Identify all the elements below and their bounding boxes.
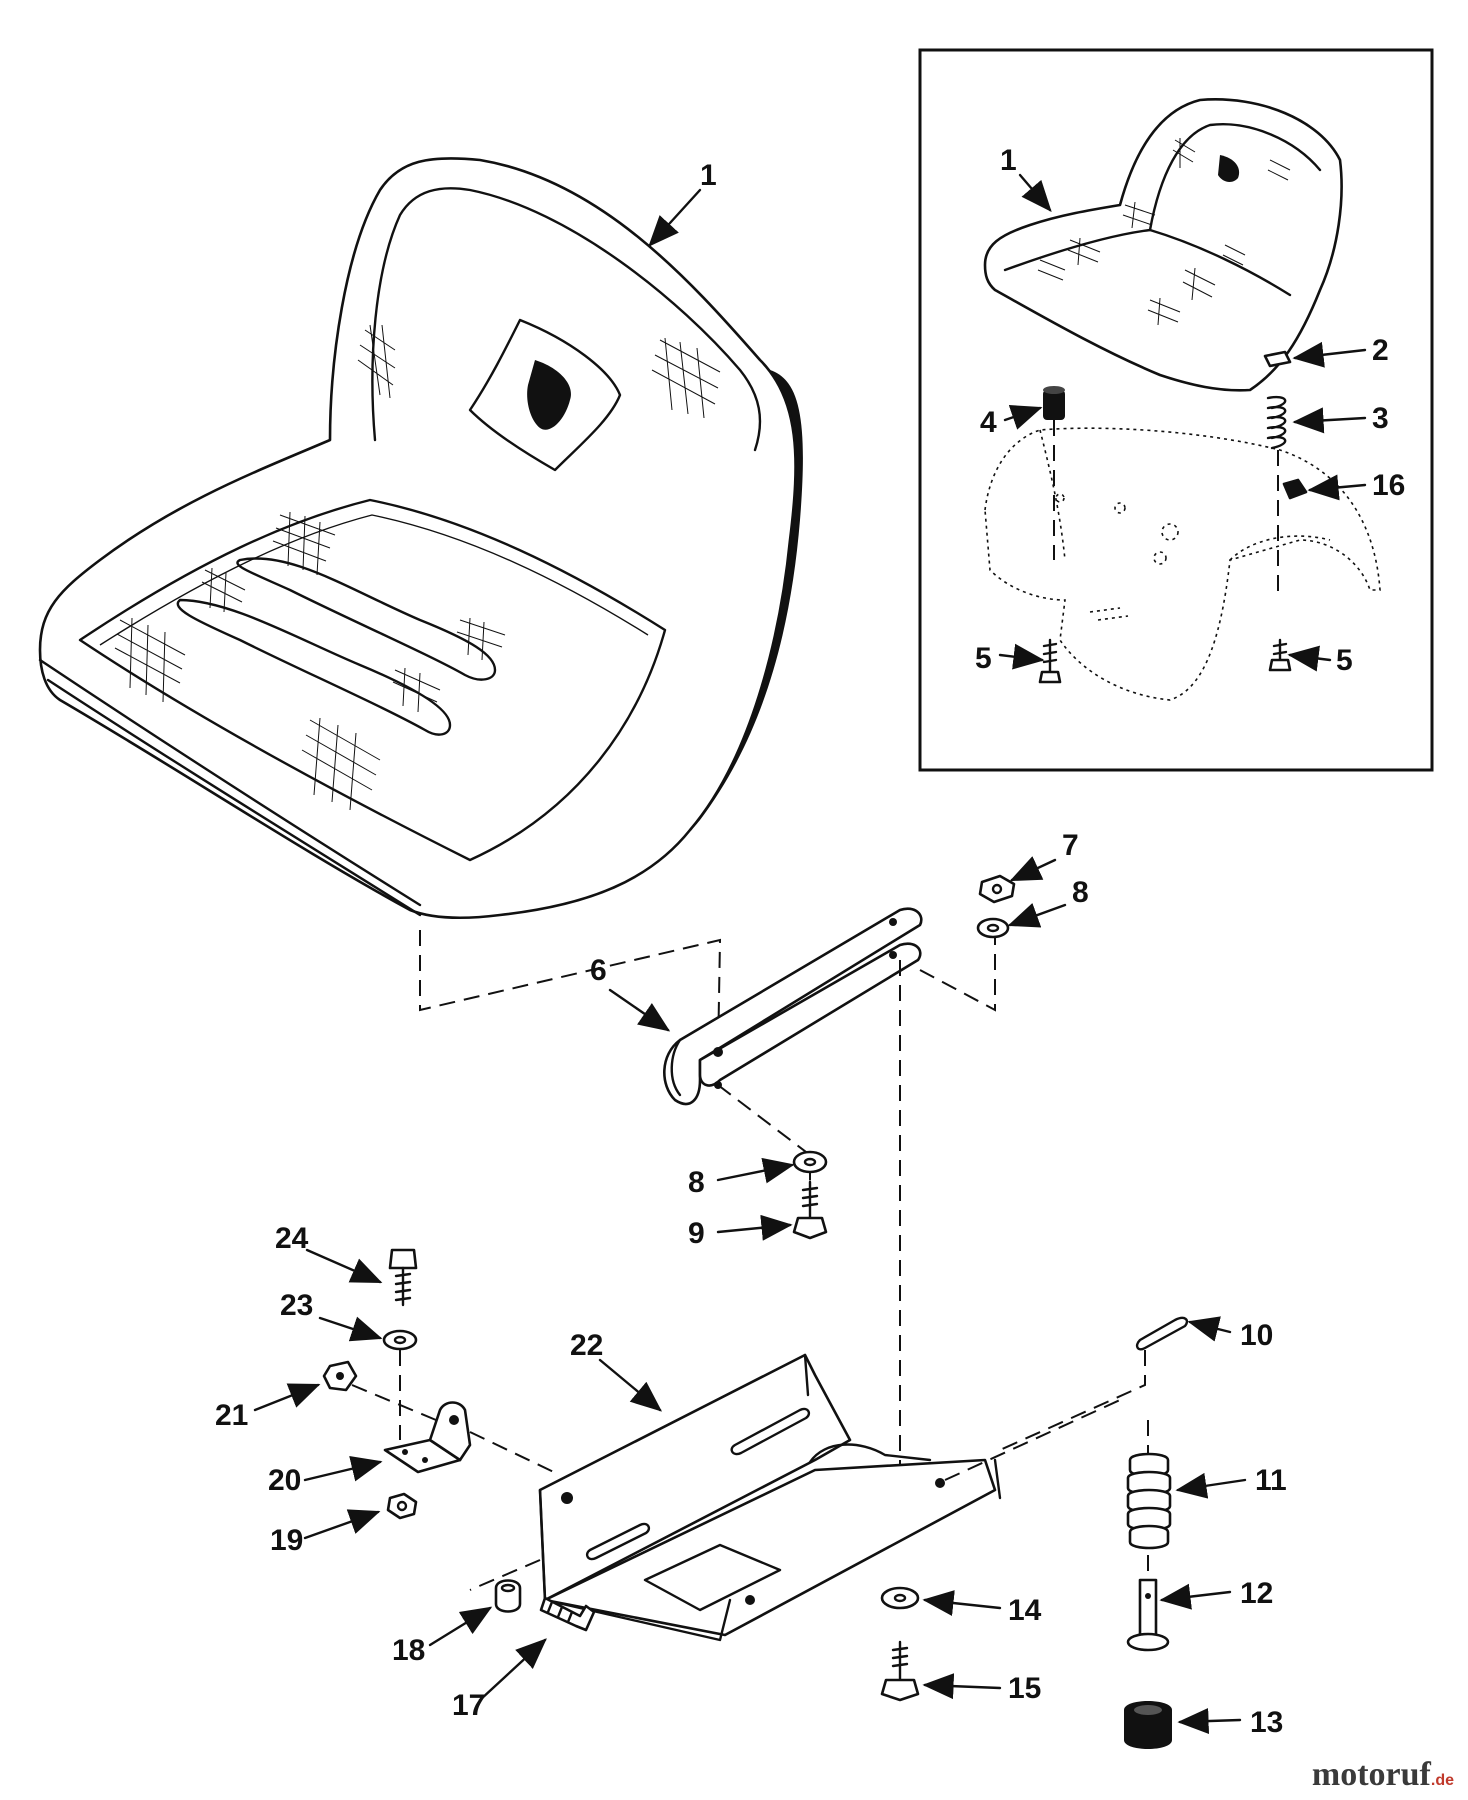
bolt-15 [880, 1640, 920, 1702]
bushing-18 [494, 1579, 522, 1613]
nut-19 [386, 1492, 418, 1520]
washer-23 [382, 1329, 418, 1351]
inset-spring [1266, 395, 1287, 450]
label-5-right: 5 [1336, 644, 1353, 677]
nut-21 [322, 1360, 358, 1392]
label-10: 10 [1240, 1319, 1273, 1352]
cap-13 [1124, 1701, 1172, 1749]
seat-bracket [663, 907, 923, 1106]
label-16: 16 [1372, 469, 1405, 502]
seat-main [38, 157, 803, 920]
label-8-bottom: 8 [688, 1166, 705, 1199]
label-5-left: 5 [975, 642, 992, 675]
spring-11 [1126, 1420, 1172, 1575]
label-9: 9 [688, 1217, 705, 1250]
label-13: 13 [1250, 1706, 1283, 1739]
label-6: 6 [590, 954, 607, 987]
label-23: 23 [280, 1289, 313, 1322]
inset-screw-left [1038, 638, 1062, 684]
leader-arrows [253, 173, 1367, 1735]
label-19: 19 [270, 1524, 303, 1557]
pin-12 [1126, 1578, 1170, 1652]
nut-top [978, 874, 1016, 904]
label-18: 18 [392, 1634, 425, 1667]
cotter-pin [1135, 1316, 1189, 1351]
label-3: 3 [1372, 402, 1389, 435]
label-15: 15 [1008, 1672, 1041, 1705]
base-plate [538, 1353, 1002, 1642]
label-1-main: 1 [700, 159, 717, 192]
label-8-top: 8 [1072, 876, 1089, 909]
washer-bottom [792, 1150, 828, 1174]
watermark-brand: motoruf [1311, 1756, 1431, 1793]
label-7: 7 [1062, 829, 1079, 862]
label-21: 21 [215, 1399, 248, 1432]
label-4: 4 [980, 406, 997, 439]
label-24: 24 [275, 1222, 309, 1255]
inset-panel [918, 48, 1434, 772]
watermark-tld: .de [1430, 1772, 1454, 1789]
bolt-17 [539, 1596, 596, 1632]
label-17: 17 [452, 1689, 485, 1722]
label-2: 2 [1372, 334, 1389, 367]
label-14: 14 [1008, 1594, 1042, 1627]
label-1-inset: 1 [1000, 144, 1017, 177]
washer-top [976, 917, 1010, 939]
label-22: 22 [570, 1329, 603, 1362]
washer-14 [880, 1586, 920, 1610]
bolt-bottom [792, 1180, 828, 1240]
bolt-24 [388, 1248, 418, 1307]
part-labels: 1 1 2 3 4 16 5 5 7 8 6 8 9 24 23 21 20 1… [215, 144, 1405, 1739]
label-11: 11 [1255, 1464, 1287, 1497]
hinge-bracket-20 [383, 1401, 472, 1474]
watermark-logo: motoruf.de [1312, 1756, 1454, 1794]
label-12: 12 [1240, 1577, 1273, 1610]
label-20: 20 [268, 1464, 301, 1497]
